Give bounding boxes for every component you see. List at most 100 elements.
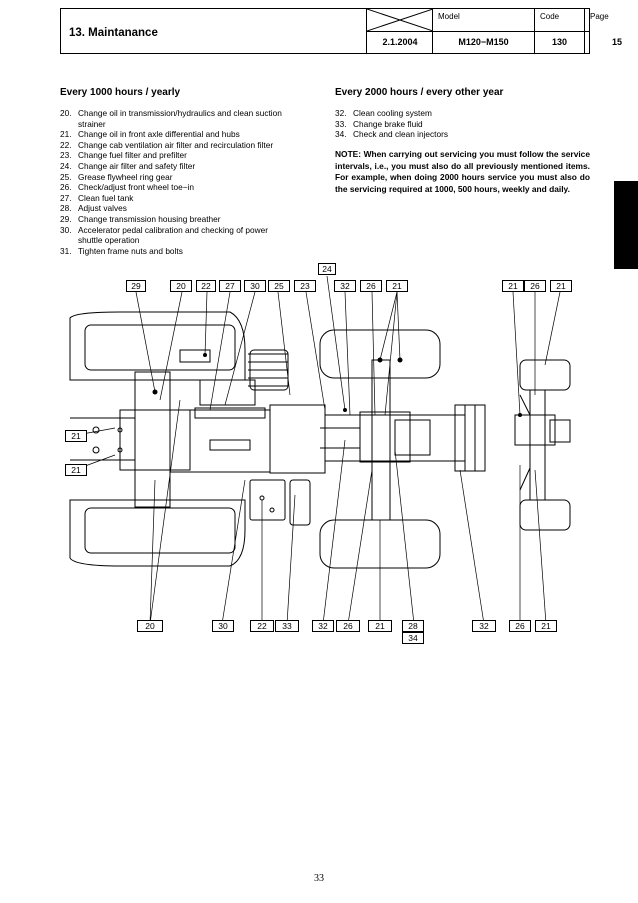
item-text: Change transmission housing breather — [78, 213, 221, 224]
list-item: 22. Change cab ventilation air filter and… — [60, 140, 285, 151]
item-number: 20. — [60, 108, 72, 118]
item-text: Tighten frame nuts and bolts — [78, 245, 183, 256]
callout-label: 30 — [244, 280, 266, 292]
item-number: 32. — [335, 108, 347, 118]
item-number: 26. — [60, 182, 72, 193]
callout-label: 29 — [126, 280, 146, 292]
item-text: Check/adjust front wheel toe−in — [78, 182, 194, 193]
callout-label: 22 — [250, 620, 274, 632]
item-number: 27. — [60, 192, 72, 203]
item-text: Change brake fluid — [353, 118, 423, 129]
callout-label: 30 — [212, 620, 234, 632]
list-item: 28. Adjust valves — [60, 203, 285, 214]
model-label: Model — [438, 12, 460, 21]
callout-label: 33 — [275, 620, 299, 632]
item-text: Change cab ventilation air filter and re… — [78, 139, 274, 150]
list-item: 21. Change oil in front axle differential… — [60, 129, 285, 140]
callout-label: 20 — [170, 280, 192, 292]
callout-label: 32 — [312, 620, 334, 632]
callout-label: 34 — [402, 632, 424, 644]
callout-label: 25 — [268, 280, 290, 292]
model-value: M120−M150 — [458, 37, 509, 47]
callout-label: 32 — [472, 620, 496, 632]
callout-label: 27 — [219, 280, 241, 292]
interval-2000-list: 32. Clean cooling system 33. Change brake f… — [335, 108, 590, 140]
item-text: Change air filter and safety filter — [78, 160, 196, 171]
transmission-housing — [169, 409, 271, 473]
item-number: 34. — [335, 129, 347, 140]
callout-label: 21 — [386, 280, 408, 292]
callout-label: 28 — [402, 620, 424, 632]
callout-label: 26 — [509, 620, 531, 632]
item-number: 25. — [60, 171, 72, 182]
item-text: Grease flywheel ring gear — [78, 171, 173, 182]
servicing-note: NOTE: When carrying out servicing you mu… — [335, 149, 590, 194]
callout-label: 21 — [65, 464, 87, 476]
item-number: 21. — [60, 129, 72, 140]
list-item: 33. Change brake fluid — [335, 119, 590, 130]
item-number: 23. — [60, 150, 72, 161]
item-text: Accelerator pedal calibration and checki… — [78, 224, 269, 246]
callout-label: 21 — [502, 280, 524, 292]
header-divider — [367, 31, 589, 32]
list-item: 30. Accelerator pedal calibration and che… — [60, 225, 285, 246]
item-text: Change oil in front axle differential an… — [78, 129, 240, 140]
item-number: 24. — [60, 160, 72, 171]
list-item: 23. Change fuel filter and prefilter — [60, 150, 285, 161]
front-axle — [371, 359, 391, 521]
item-text: Clean cooling system — [353, 108, 432, 118]
leader-lines — [76, 275, 561, 625]
list-item: 32. Clean cooling system — [335, 108, 590, 119]
code-label: Code — [540, 12, 560, 21]
callout-label: 26 — [524, 280, 546, 292]
date-value: 2.1.2004 — [382, 37, 418, 47]
item-number: 29. — [60, 213, 72, 224]
item-text: Change fuel filter and prefilter — [78, 150, 187, 161]
callout-label: 32 — [334, 280, 356, 292]
callout-label: 21 — [550, 280, 572, 292]
list-item: 31. Tighten frame nuts and bolts — [60, 246, 285, 257]
front-wheel-upper — [319, 329, 441, 379]
item-number: 28. — [60, 203, 72, 214]
page-number: 33 — [314, 873, 324, 884]
list-item: 26. Check/adjust front wheel toe−in — [60, 182, 285, 193]
item-number: 30. — [60, 224, 72, 235]
list-item: 34. Check and clean injectors — [335, 129, 590, 140]
cross-mark — [367, 9, 433, 31]
page-cell: Page 15 — [585, 9, 638, 53]
radiator — [454, 404, 486, 472]
fuel-tank — [249, 479, 286, 521]
section-tab-marker — [614, 181, 638, 269]
callout-label: 21 — [368, 620, 392, 632]
callout-label: 26 — [336, 620, 360, 632]
callout-label: 23 — [294, 280, 316, 292]
callout-label: 26 — [360, 280, 382, 292]
list-item: 20. Change oil in transmission/hydraulics… — [60, 108, 285, 129]
callout-label: 21 — [65, 430, 87, 442]
list-item: 27. Clean fuel tank — [60, 193, 285, 204]
item-text: Clean fuel tank — [78, 192, 134, 203]
item-number: 31. — [60, 245, 72, 256]
item-text: Change oil in transmission/hydraulics an… — [78, 108, 282, 129]
item-text: Adjust valves — [78, 203, 127, 214]
interval-1000-heading: Every 1000 hours / yearly — [60, 87, 181, 98]
interval-1000-list: 20. Change oil in transmission/hydraulics… — [60, 108, 285, 256]
interval-2000-heading: Every 2000 hours / every other year — [335, 87, 504, 98]
callout-label: 24 — [318, 263, 336, 275]
header-table: 13. Maintanance 2.1.2004 Model M120−M150… — [60, 8, 622, 54]
section-title: 13. Maintanance — [61, 9, 367, 53]
rear-wheel-upper — [69, 311, 246, 381]
callout-label: 20 — [137, 620, 163, 632]
item-number: 33. — [335, 118, 347, 129]
item-number: 22. — [60, 139, 72, 150]
page-value: 15 — [611, 37, 622, 47]
code-value: 130 — [551, 37, 568, 47]
page-label: Page — [590, 12, 609, 21]
list-item: 25. Grease flywheel ring gear — [60, 172, 285, 183]
callout-label: 22 — [196, 280, 216, 292]
rear-axle-housing — [134, 371, 171, 508]
list-item: 24. Change air filter and safety filter — [60, 161, 285, 172]
list-item: 29. Change transmission housing breather — [60, 214, 285, 225]
item-text: Check and clean injectors — [353, 129, 449, 140]
